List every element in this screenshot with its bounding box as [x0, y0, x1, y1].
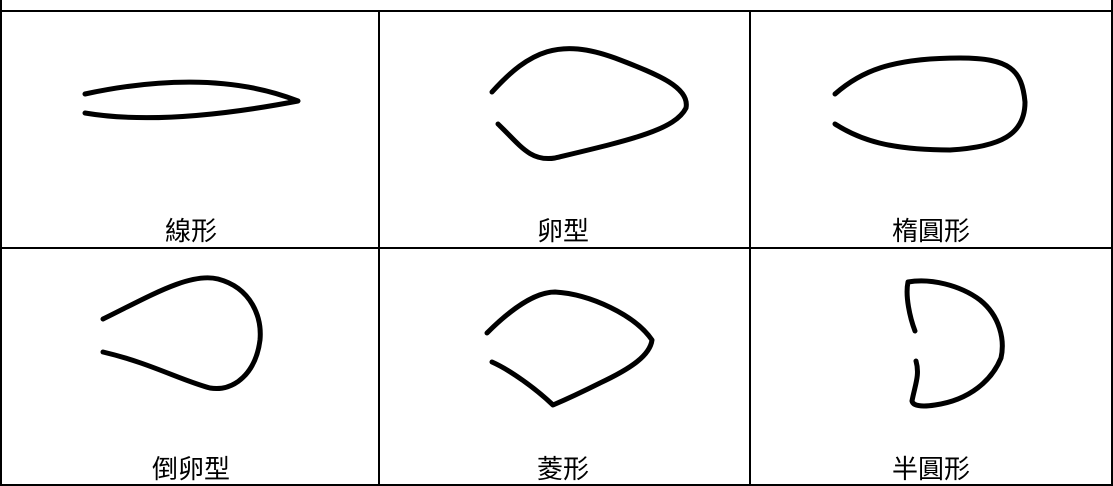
rhombic-label: 菱形: [537, 455, 589, 485]
ovate-label: 卵型: [537, 217, 589, 247]
ovate-shape-outline: [489, 46, 689, 162]
semicircular-label: 半圓形: [892, 455, 970, 485]
obovate-label: 倒卵型: [152, 455, 230, 485]
cell-rhombic: 菱形: [484, 289, 655, 485]
elliptic-label: 楕圓形: [892, 217, 970, 247]
semicircular-shape-outline-upper: [904, 278, 1005, 409]
cell-elliptic: 楕圓形: [832, 55, 1028, 247]
obovate-shape-outline: [100, 275, 263, 391]
elliptic-shape-outline: [832, 55, 1028, 153]
cell-ovate: 卵型: [489, 46, 689, 247]
linear-label: 線形: [165, 217, 217, 247]
cell-semicircular: 半圓形: [892, 278, 1005, 485]
linear-shape-outline: [82, 79, 301, 121]
rhombic-shape-outline: [484, 289, 655, 408]
cell-linear: 線形: [82, 79, 301, 247]
cell-obovate: 倒卵型: [100, 275, 263, 485]
